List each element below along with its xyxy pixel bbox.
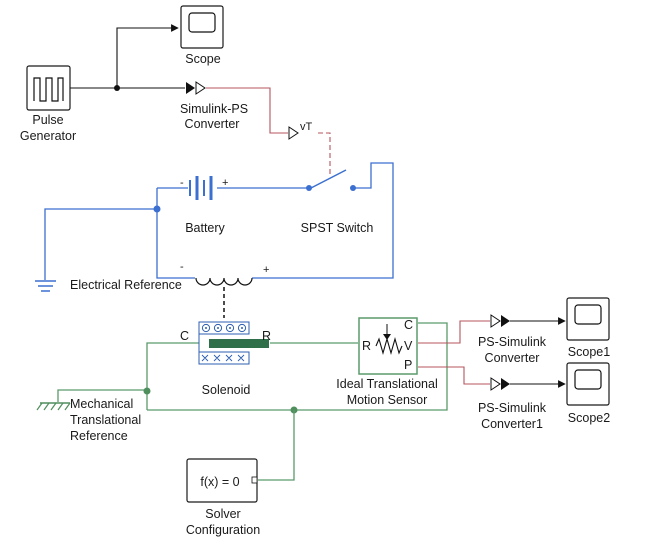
electrical-wires	[44, 162, 394, 280]
solenoid-plus-label: +	[263, 264, 269, 276]
scope-block[interactable]	[180, 5, 224, 49]
scope1-block[interactable]	[566, 297, 610, 341]
motion-sensor-label-line2: Motion Sensor	[347, 393, 428, 407]
sensor-r-port-label: R	[362, 339, 371, 353]
signal-wires	[70, 24, 566, 388]
electrical-reference-label: Electrical Reference	[70, 278, 182, 292]
solenoid-r-port-label: R	[262, 329, 271, 343]
vt-port-label: vT	[300, 121, 313, 133]
battery-block[interactable]	[189, 176, 213, 200]
mechanical-reference-block[interactable]	[36, 402, 71, 411]
pulse-generator-label-line1: Pulse	[32, 113, 63, 127]
physical-signal-wires	[206, 87, 490, 385]
battery-plus-label: +	[222, 177, 228, 189]
mechanical-reference-label-line1: Mechanical	[70, 397, 133, 411]
solenoid-minus-label: -	[180, 261, 184, 273]
solver-configuration-label-line1: Solver	[205, 507, 240, 521]
spst-switch-label: SPST Switch	[301, 221, 374, 235]
sensor-c-port-label: C	[404, 318, 413, 332]
simulink-ps-converter-block[interactable]	[186, 81, 206, 95]
scope2-label: Scope2	[568, 411, 610, 425]
scope-label: Scope	[185, 52, 220, 66]
ps-simulink-converter1-block[interactable]	[490, 377, 510, 391]
pulse-generator-label-line2: Generator	[20, 129, 76, 143]
sensor-v-port-label: V	[404, 339, 413, 353]
solenoid-block[interactable]	[195, 277, 269, 365]
spst-switch-block[interactable]	[310, 169, 347, 189]
motion-sensor-block[interactable]	[358, 317, 418, 375]
motion-sensor-label-line1: Ideal Translational	[336, 377, 437, 391]
electrical-reference-block[interactable]	[35, 280, 56, 292]
pulse-generator-block[interactable]	[26, 65, 71, 111]
solenoid-label: Solenoid	[202, 383, 251, 397]
solver-configuration-label-line2: Configuration	[186, 523, 260, 537]
sensor-p-port-label: P	[404, 358, 412, 372]
ps-simulink-converter1-label-line1: PS-Simulink	[478, 401, 547, 415]
mechanical-reference-label-line2: Translational	[70, 413, 141, 427]
solenoid-c-port-label: C	[180, 329, 189, 343]
solver-configuration-block[interactable]	[186, 458, 258, 503]
ps-simulink-converter-label-line2: Converter	[485, 351, 540, 365]
ps-simulink-converter-label-line1: PS-Simulink	[478, 335, 547, 349]
ps-simulink-converter1-label-line2: Converter1	[481, 417, 543, 431]
mechanical-wires	[57, 322, 448, 481]
vt-port[interactable]	[288, 126, 299, 140]
battery-minus-label: -	[180, 177, 184, 189]
scope1-label: Scope1	[568, 345, 610, 359]
solver-expression: f(x) = 0	[200, 475, 239, 489]
simulink-ps-converter-label-line2: Converter	[185, 117, 240, 131]
ps-simulink-converter-block[interactable]	[490, 314, 510, 328]
mechanical-reference-label-line3: Reference	[70, 429, 128, 443]
scope2-block[interactable]	[566, 362, 610, 406]
battery-label: Battery	[185, 221, 225, 235]
simulink-ps-converter-label-line1: Simulink-PS	[180, 102, 248, 116]
